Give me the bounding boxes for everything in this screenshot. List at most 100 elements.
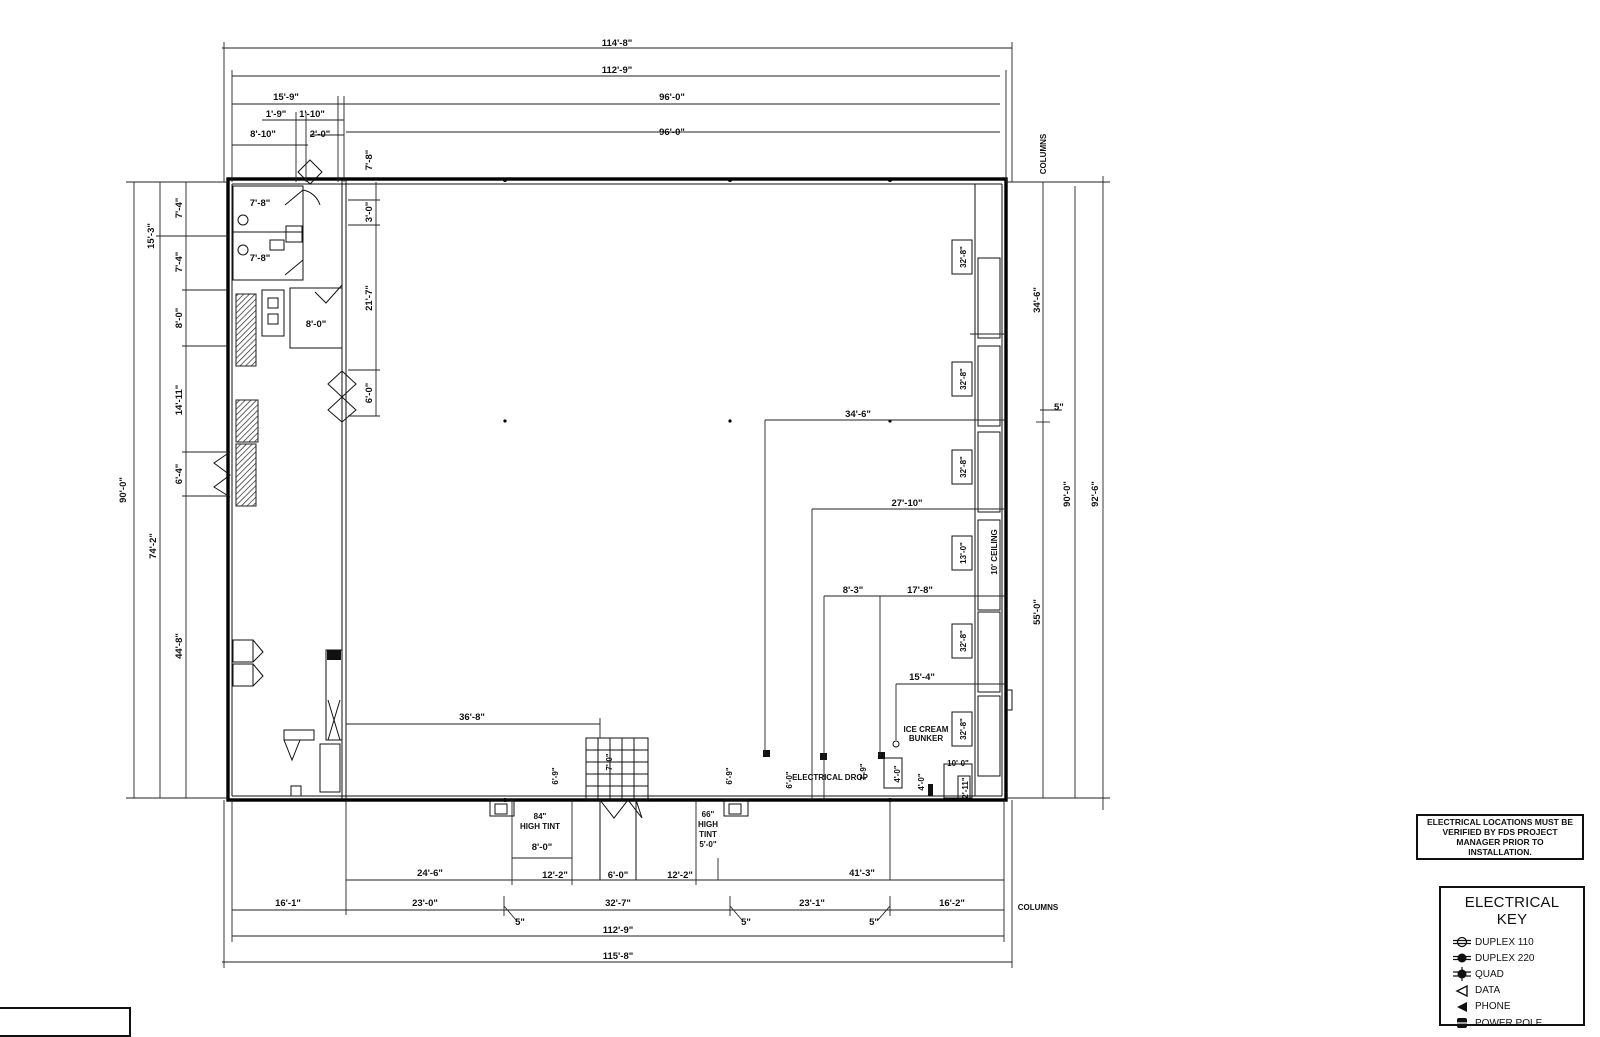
label-66-high: HIGH xyxy=(698,820,718,829)
dim-bot-112-9: 112'-9" xyxy=(603,925,634,936)
back-of-house xyxy=(213,159,357,800)
dim-left-14-11: 14'-11" xyxy=(174,385,185,416)
dim-bot-32-7: 32'-7" xyxy=(605,898,631,909)
key-item-data: DATA xyxy=(1449,983,1575,999)
dim-kitchen: 8'-0" xyxy=(306,319,327,330)
dim-bot-115-8: 115'-8" xyxy=(603,951,634,962)
dim-right-92-6: 92'-6" xyxy=(1090,481,1101,507)
dim-bot-24-6: 24'-6" xyxy=(417,868,443,879)
label-66-tint: TINT xyxy=(699,830,717,839)
dim-int-36-8: 36'-8" xyxy=(459,712,485,723)
duplex-220-icon xyxy=(1449,952,1475,964)
dim-top-1-9: 1'-9" xyxy=(266,109,287,120)
wall-label-a: 32'-8" xyxy=(959,246,968,268)
dim-bot-6-0: 6'-0" xyxy=(608,870,629,881)
dim-col-6-0: 6'-0" xyxy=(364,383,375,404)
label-electrical-drop: ELECTRICAL DROP xyxy=(792,773,869,782)
dim-bot-8-0: 8'-0" xyxy=(532,842,553,853)
dim-bot-5b: 5" xyxy=(741,917,751,928)
key-item-duplex-110: DUPLEX 110 xyxy=(1449,934,1575,950)
dim-top-1-10: 1'-10" xyxy=(299,109,325,120)
key-label: QUAD xyxy=(1475,968,1504,980)
label-bunker: BUNKER xyxy=(909,734,943,743)
dim-left-44-8: 44'-8" xyxy=(174,633,185,659)
dim-rest-a: 7'-8" xyxy=(250,198,271,209)
dim-bot-41-3: 41'-3" xyxy=(849,868,875,879)
label-66: 66" xyxy=(702,810,715,819)
dim-top-8-10: 8'-10" xyxy=(250,129,276,140)
dim-left-7-4b: 7'-4" xyxy=(174,252,185,273)
dim-bot-16-2: 16'-2" xyxy=(939,898,965,909)
dim-int-34-6: 34'-6" xyxy=(845,409,871,420)
wall-label-e: 32'-8" xyxy=(959,630,968,652)
dim-top-overall: 114'-8" xyxy=(602,38,633,49)
electrical-key: ELECTRICAL KEY DUPLEX 110 DUPLEX 220 QUA… xyxy=(1439,886,1585,1029)
dim-bot-5c: 5" xyxy=(869,917,879,928)
label-ice-cream: ICE CREAM xyxy=(904,725,949,734)
dim-bot-23-0: 23'-0" xyxy=(412,898,438,909)
label-columns-top: COLUMNS xyxy=(1039,133,1048,174)
data-icon xyxy=(1449,984,1475,997)
dim-right-34-6: 34'-6" xyxy=(1032,287,1043,313)
dim-bot-12-2b: 12'-2" xyxy=(667,870,693,881)
dim-top-inner: 112'-9" xyxy=(602,65,633,76)
electrical-key-title: ELECTRICAL KEY xyxy=(1464,894,1560,928)
dim-right-55: 55'-0" xyxy=(1032,599,1043,625)
dim-small-h: 7'-0" xyxy=(605,753,614,770)
dim-top-96b: 96'-0" xyxy=(659,127,685,138)
electrical-note: ELECTRICAL LOCATIONS MUST BE VERIFIED BY… xyxy=(1416,814,1584,860)
quad-icon xyxy=(1449,967,1475,982)
label-columns-bottom: COLUMNS xyxy=(1018,903,1059,912)
dim-small-d: 7'-9" xyxy=(859,763,868,780)
dim-right-90: 90'-0" xyxy=(1062,481,1073,507)
dim-small-c: 6'-0" xyxy=(785,771,794,788)
dim-left-74: 74'-2" xyxy=(148,533,159,559)
dim-rest-b: 7'-8" xyxy=(250,253,271,264)
dim-col-7-8: 7'-8" xyxy=(364,150,375,171)
key-label: DATA xyxy=(1475,985,1501,997)
dim-bot-16-1: 16'-1" xyxy=(275,898,301,909)
title-block-corner xyxy=(0,1007,131,1037)
dimension-labels: 114'-8" 112'-9" 15'-9" 96'-0" 1'-9" 1'-1… xyxy=(118,38,1101,962)
exterior-walls xyxy=(226,177,1008,802)
label-84-high-tint: HIGH TINT xyxy=(520,822,560,831)
dim-bot-5a: 5" xyxy=(515,917,525,928)
dim-int-17-8: 17'-8" xyxy=(907,585,933,596)
dim-small-e: 4'-0" xyxy=(893,765,902,782)
dim-left-90: 90'-0" xyxy=(118,477,129,503)
wall-label-b: 32'-8" xyxy=(959,368,968,390)
label-84: 84" xyxy=(534,812,547,821)
dim-left-15-3: 15'-3" xyxy=(146,223,157,249)
dim-small-f: 10'-0" xyxy=(947,759,969,768)
dim-top-left: 15'-9" xyxy=(273,92,299,103)
dim-small-a: 6'-9" xyxy=(551,767,560,784)
dim-small-g: 2'-11" xyxy=(961,777,970,798)
dim-int-27-10: 27'-10" xyxy=(891,498,922,509)
dim-top-2-0: 2'-0" xyxy=(310,129,331,140)
dim-col-3-0: 3'-0" xyxy=(364,202,375,223)
key-item-quad: QUAD xyxy=(1449,966,1575,982)
phone-icon xyxy=(1449,1001,1475,1013)
duplex-110-icon xyxy=(1449,936,1475,948)
storefront xyxy=(489,737,973,880)
dim-left-7-4a: 7'-4" xyxy=(174,198,185,219)
wall-label-c: 32'-8" xyxy=(959,456,968,478)
dim-col-21-7: 21'-7" xyxy=(364,285,375,311)
dim-small-b: 6'-9" xyxy=(725,767,734,784)
power-pole-icon xyxy=(1449,1017,1475,1029)
key-item-phone: PHONE xyxy=(1449,999,1575,1015)
dim-int-15-4: 15'-4" xyxy=(909,672,935,683)
dim-int-8-3: 8'-3" xyxy=(843,585,864,596)
dim-bot-5-0: 5'-0" xyxy=(699,840,716,849)
dim-right-5: 5" xyxy=(1054,402,1064,413)
right-wall-segments xyxy=(951,184,1013,796)
dim-bot-23-1: 23'-1" xyxy=(799,898,825,909)
dim-bot-12-2a: 12'-2" xyxy=(542,870,568,881)
label-ceiling: 10' CEILING xyxy=(990,529,999,574)
dimension-lines xyxy=(126,42,1110,968)
dim-top-96a: 96'-0" xyxy=(659,92,685,103)
key-item-power-pole: POWER POLE xyxy=(1449,1015,1575,1031)
dim-small-i: 4'-0" xyxy=(917,773,926,790)
key-label: DUPLEX 220 xyxy=(1475,952,1535,964)
key-label: POWER POLE xyxy=(1475,1017,1543,1029)
